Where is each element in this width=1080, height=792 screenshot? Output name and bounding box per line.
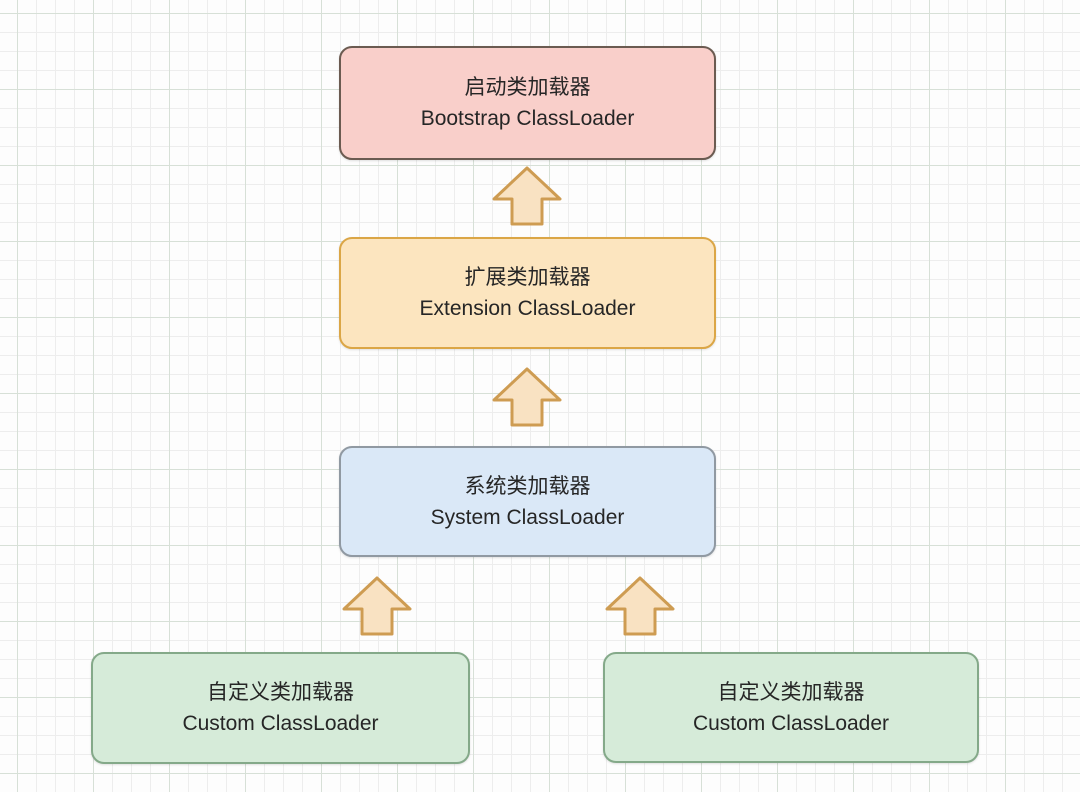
node-label-en: Bootstrap ClassLoader: [420, 107, 635, 130]
node-label-zh: 扩展类加载器: [464, 266, 591, 289]
node-label-zh: 系统类加载器: [464, 474, 591, 498]
up-arrow-icon: [605, 576, 675, 636]
node-label-zh: 启动类加载器: [464, 76, 591, 99]
node-custom-classloader-right: 自定义类加载器 Custom ClassLoader: [603, 652, 979, 763]
node-label-en: System ClassLoader: [430, 505, 625, 529]
node-label-en: Custom ClassLoader: [182, 712, 379, 735]
up-arrow-icon: [492, 166, 562, 226]
node-label-en: Custom ClassLoader: [692, 711, 890, 735]
up-arrow-icon: [492, 367, 562, 427]
node-label-zh: 自定义类加载器: [207, 681, 354, 704]
node-label-en: Extension ClassLoader: [419, 297, 636, 320]
node-extension-classloader: 扩展类加载器 Extension ClassLoader: [339, 237, 716, 349]
node-custom-classloader-left: 自定义类加载器 Custom ClassLoader: [91, 652, 470, 764]
node-label-zh: 自定义类加载器: [717, 680, 865, 704]
node-bootstrap-classloader: 启动类加载器 Bootstrap ClassLoader: [339, 46, 716, 160]
up-arrow-icon: [342, 576, 412, 636]
node-system-classloader: 系统类加载器 System ClassLoader: [339, 446, 716, 557]
